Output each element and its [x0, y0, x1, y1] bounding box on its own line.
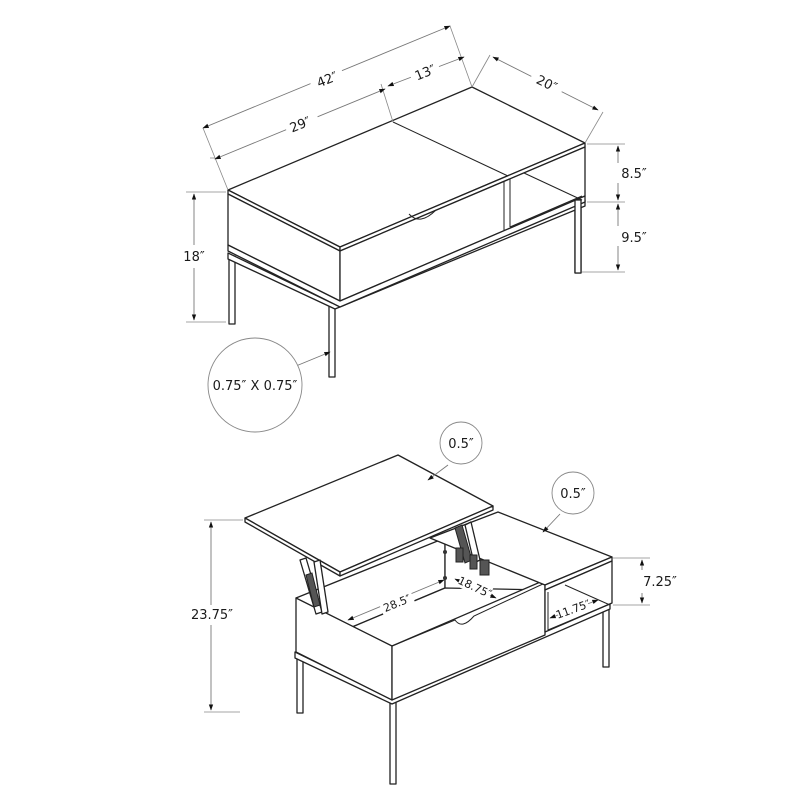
lift-top-length-label: 29″ — [288, 114, 314, 136]
open-drawer-pull-notch — [391, 582, 546, 647]
closed-view-dimensions: 42″ 29″ 13″ 20″ 18″ 8.5″ 9.5″ 0.75″ X 0.… — [183, 25, 647, 433]
leg-clearance-height-label: 9.5″ — [621, 231, 647, 246]
open-table-drawing — [244, 454, 613, 785]
overall-height-label: 18″ — [183, 250, 205, 265]
lift-mechanism-left — [299, 557, 329, 615]
open-shelf-opening-height-label: 7.25″ — [643, 575, 677, 590]
closed-table-drawing — [227, 86, 586, 378]
lifted-height-label: 23.75″ — [191, 608, 233, 623]
fixed-top-thickness-callout-bubble — [551, 471, 595, 515]
shelf-opening-height-label: 8.5″ — [621, 167, 647, 182]
shelf-section-length-label: 13″ — [413, 62, 439, 84]
lift-top-thickness-callout-bubble — [439, 421, 483, 465]
overall-length-label: 42″ — [315, 69, 341, 91]
leg-size-callout-bubble — [207, 337, 303, 433]
fixed-top-thickness-label: 0.5″ — [560, 487, 586, 502]
lift-top-thickness-label: 0.5″ — [448, 437, 474, 452]
leg-size-label: 0.75″ X 0.75″ — [213, 379, 298, 394]
drawer-pull-notch — [408, 209, 437, 220]
lift-mechanism-right — [454, 521, 490, 576]
